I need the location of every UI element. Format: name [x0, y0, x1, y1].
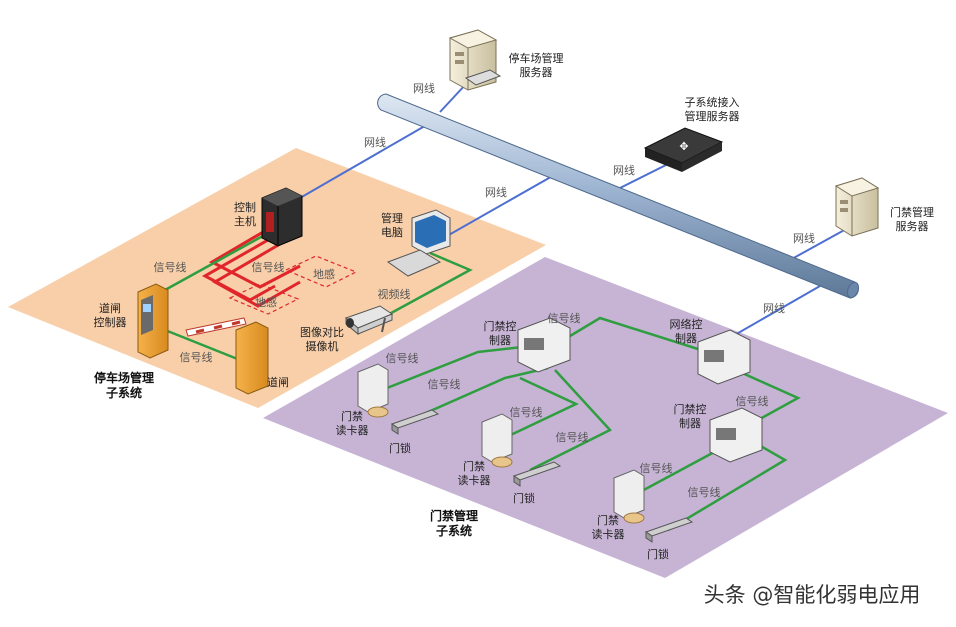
signal-label-5: 信号线 — [386, 351, 419, 365]
signal-label-4: 信号线 — [548, 311, 581, 325]
gate-controller-icon[interactable] — [137, 283, 169, 359]
loop1-label: 地感 — [313, 268, 335, 281]
lock-1-icon[interactable] — [390, 409, 440, 435]
loop2-label: 地感 — [255, 296, 277, 309]
camera-icon[interactable] — [345, 305, 394, 336]
signal-line-camera — [381, 251, 473, 320]
gate-controller-label: 道闸控制器 — [94, 301, 127, 329]
loop-lines — [201, 226, 301, 308]
net-label-5: 网线 — [793, 231, 815, 245]
signal-label-11: 信号线 — [688, 485, 721, 499]
access-server-icon[interactable] — [834, 177, 880, 237]
lock-1-label: 门锁 — [389, 441, 411, 455]
signal-label-6: 信号线 — [428, 377, 461, 391]
net-label-1: 网线 — [413, 81, 435, 95]
signal-label-9: 信号线 — [736, 394, 769, 408]
barrier-gate-icon[interactable] — [185, 317, 269, 395]
reader-2-icon[interactable] — [481, 413, 513, 468]
signal-label-10: 信号线 — [640, 461, 673, 475]
net-label-6: 网线 — [763, 301, 785, 315]
net-label-3: 网线 — [485, 185, 507, 199]
signal-line-ctrl1-net — [559, 316, 721, 358]
door-ctrl-1-icon[interactable] — [517, 317, 571, 373]
lock-3-icon[interactable] — [644, 517, 694, 543]
control-host-label: 控制主机 — [234, 200, 256, 228]
network-backbone — [377, 93, 860, 299]
watermark: 头条 @智能化弱电应用 — [704, 583, 921, 607]
door-ctrl-1-label: 门禁控制器 — [484, 319, 517, 347]
control-host-icon[interactable] — [261, 187, 303, 247]
barrier-gate-label: 道闸 — [267, 375, 289, 389]
net-label-2: 网线 — [364, 135, 386, 149]
mgmt-pc-label: 管理电脑 — [381, 211, 403, 239]
reader-3-icon[interactable] — [613, 469, 645, 524]
net-ctrl-icon[interactable] — [697, 329, 751, 385]
reader-3-label: 门禁读卡器 — [592, 513, 625, 541]
signal-line-gate-host — [164, 230, 271, 292]
lock-2-label: 门锁 — [513, 491, 535, 505]
loop-line-3 — [211, 242, 301, 308]
net-line-parking-server — [439, 83, 467, 113]
reader-1-label: 门禁读卡器 — [336, 409, 369, 437]
signal-line-lock1 — [409, 366, 549, 422]
signal-label-1: 信号线 — [154, 260, 187, 274]
net-line-access-server — [789, 227, 849, 261]
parking-subsystem-label: 停车场管理子系统 — [94, 370, 154, 400]
net-line-net-ctrl — [732, 285, 821, 337]
signal-label-7: 信号线 — [510, 405, 543, 419]
access-server-label: 门禁管理服务器 — [890, 205, 934, 233]
subsystem-server-label: 子系统接入管理服务器 — [685, 96, 740, 123]
net-line-control-host — [299, 122, 431, 199]
net-line-mgmt-pc — [439, 173, 557, 241]
lock-2-icon[interactable] — [512, 461, 562, 487]
camera-label: 图像对比摄像机 — [300, 325, 344, 353]
signal-line-lock2 — [529, 369, 613, 472]
net-label-4: 网线 — [613, 163, 635, 177]
loop-detectors — [228, 255, 358, 315]
net-ctrl-label: 网络控制器 — [670, 317, 703, 345]
loop-line-1 — [208, 226, 301, 289]
signal-line-gate-barrier — [159, 326, 241, 362]
access-subsystem-label: 门禁管理子系统 — [430, 508, 478, 538]
signal-label-2: 信号线 — [252, 260, 285, 274]
loop-detector-1 — [284, 255, 358, 288]
reader-1-icon[interactable] — [357, 363, 389, 418]
lock-3-label: 门锁 — [647, 547, 669, 561]
parking-server-label: 停车场管理服务器 — [509, 51, 564, 79]
door-ctrl-2-label: 门禁控制器 — [674, 402, 707, 430]
video-label: 视频线 — [378, 287, 411, 301]
network-lines — [299, 83, 849, 337]
access-zone — [263, 257, 948, 578]
signal-line-reader2 — [499, 376, 579, 442]
loop-detector-2 — [228, 283, 300, 315]
mgmt-pc-icon[interactable] — [386, 209, 451, 277]
signal-label-8: 信号线 — [556, 430, 589, 444]
reader-2-label: 门禁读卡器 — [458, 459, 491, 487]
subsystem-server-icon[interactable]: ✥ — [643, 127, 724, 172]
svg-text:✥: ✥ — [679, 140, 688, 153]
parking-server-icon[interactable] — [448, 29, 502, 91]
signal-label-3: 信号线 — [180, 350, 213, 364]
door-ctrl-2-icon[interactable] — [709, 407, 763, 463]
